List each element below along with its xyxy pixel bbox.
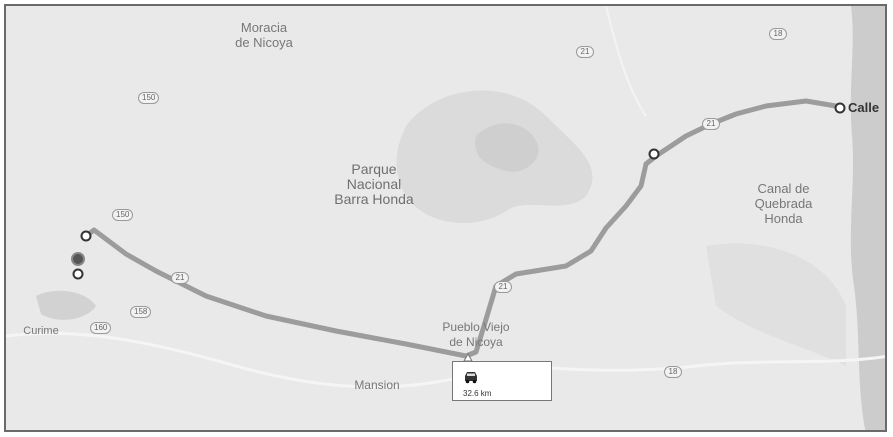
destination-label: Calle — [848, 100, 880, 115]
origin-marker — [72, 268, 84, 280]
place-pueblo-viejo: Pueblo Viejo de Nicoya — [442, 320, 510, 349]
destination-marker — [834, 102, 846, 114]
place-parque-nacional: Parque Nacional Barra Honda — [334, 161, 414, 207]
route-distance: 32.6 km — [463, 389, 492, 398]
place-canal: Canal de Quebrada Honda — [754, 181, 813, 226]
coast-shading — [850, 6, 885, 430]
route-shield: 18 — [664, 366, 682, 378]
waypoint-marker — [648, 148, 660, 160]
route-shield: 150 — [138, 92, 160, 104]
hill-shading-3 — [36, 290, 96, 320]
route-shield: 21 — [494, 281, 512, 293]
hill-shading-2 — [475, 123, 539, 172]
route-info-box[interactable]: 32.6 km — [452, 361, 552, 401]
route-shield: 158 — [130, 306, 152, 318]
map-canvas[interactable]: Moracia de Nicoya Parque Nacional Barra … — [4, 4, 887, 432]
route-shield: 150 — [112, 209, 134, 221]
car-icon — [465, 372, 477, 384]
route-shield: 21 — [576, 46, 594, 58]
place-curime: Curime — [23, 325, 59, 337]
route-shield: 21 — [702, 118, 720, 130]
map-layer — [6, 6, 885, 430]
route-shield: 18 — [769, 28, 787, 40]
route-shield: 21 — [171, 272, 189, 284]
valley-shading — [706, 243, 846, 366]
minor-road — [605, 6, 647, 117]
location-dot — [71, 252, 85, 266]
place-moracia: Moracia de Nicoya — [235, 20, 293, 50]
route-shield: 160 — [90, 322, 112, 334]
minor-road — [6, 331, 467, 389]
waypoint-marker — [80, 230, 92, 242]
place-mansion: Mansion — [354, 378, 400, 392]
